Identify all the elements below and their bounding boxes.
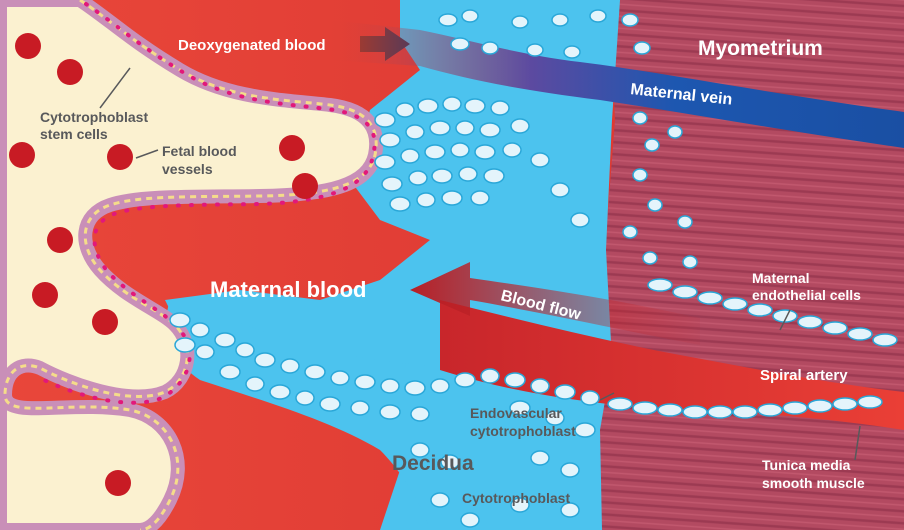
label-deoxygenated-blood: Deoxygenated blood <box>178 37 326 54</box>
label-endovascular-line2: cytotrophoblast <box>470 423 576 439</box>
label-endothelial-line1: Maternal <box>752 270 810 286</box>
label-decidua: Decidua <box>392 452 474 475</box>
label-cytotrophoblast-stem-line2: stem cells <box>40 126 108 142</box>
label-fetal-blood-line1: Fetal blood <box>162 143 237 159</box>
label-cytotrophoblast: Cytotrophoblast <box>462 490 570 506</box>
label-cytotrophoblast-stem-line1: Cytotrophoblast <box>40 109 148 125</box>
label-myometrium: Myometrium <box>698 37 823 60</box>
label-maternal-blood: Maternal blood <box>210 277 366 302</box>
label-endovascular-line1: Endovascular <box>470 405 562 421</box>
label-spiral-artery: Spiral artery <box>760 367 848 384</box>
label-endothelial-line2: endothelial cells <box>752 287 861 303</box>
label-tunica-line1: Tunica media <box>762 457 851 473</box>
label-fetal-blood-line2: vessels <box>162 161 213 177</box>
label-tunica-line2: smooth muscle <box>762 475 865 491</box>
